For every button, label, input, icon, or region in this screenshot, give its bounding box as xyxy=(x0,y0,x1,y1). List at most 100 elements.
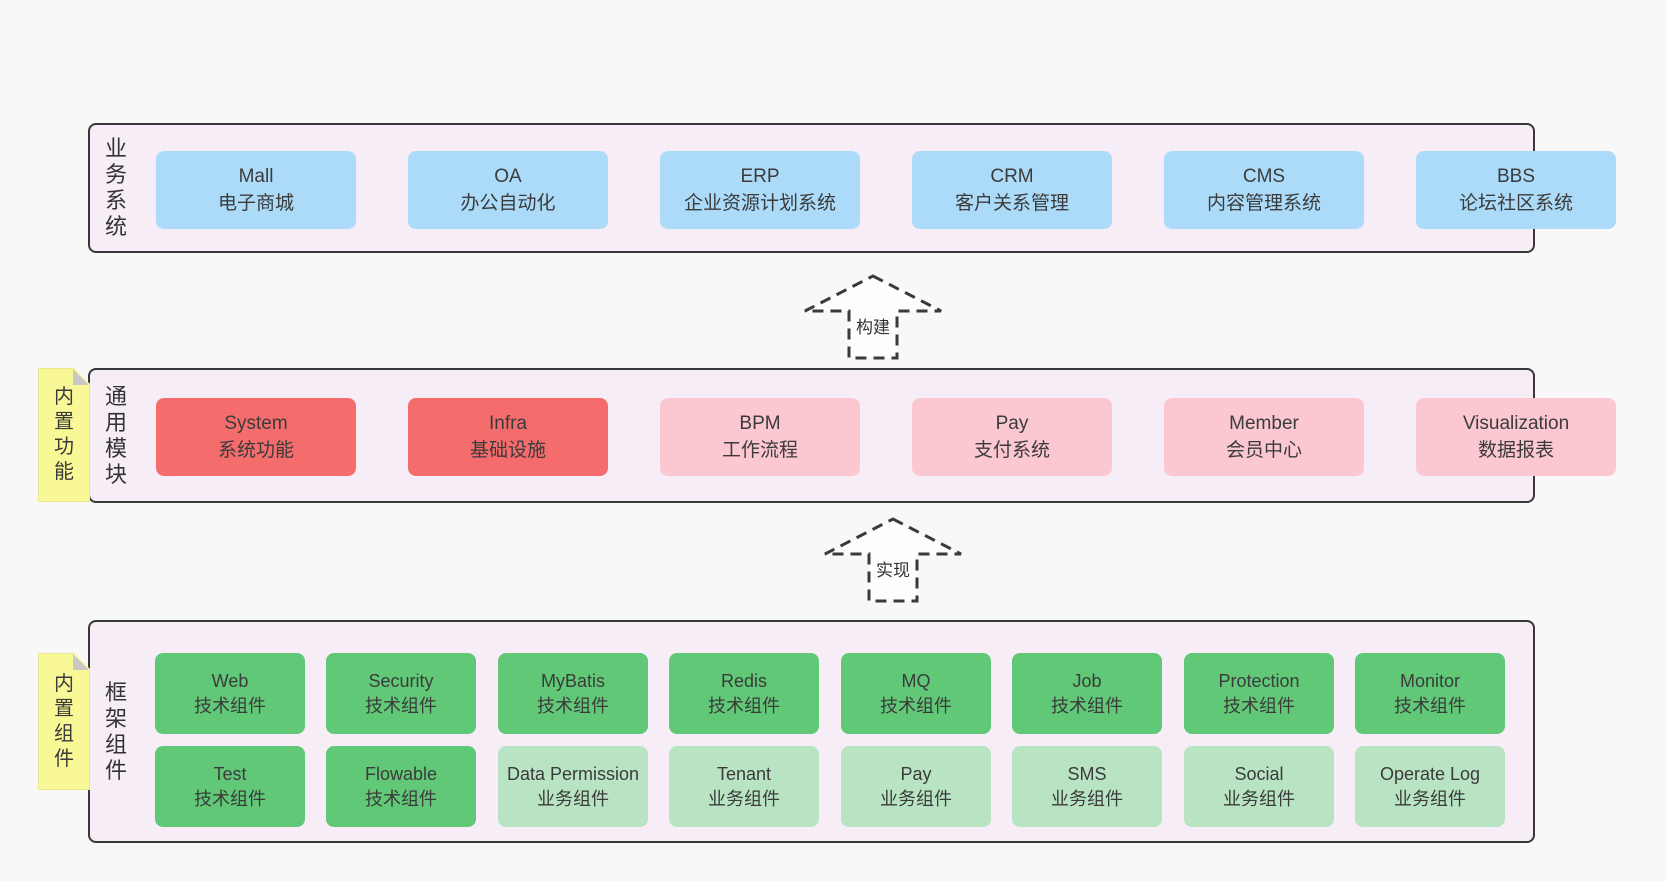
box-title: Security xyxy=(368,670,434,691)
band-label-common-modules: 通用模块 xyxy=(104,383,127,487)
box-monitor: Monitor 技术组件 xyxy=(1355,653,1505,734)
box-subtitle: 论坛社区系统 xyxy=(1458,193,1573,214)
band-label-framework-components: 框架组件 xyxy=(104,679,127,783)
box-title: Protection xyxy=(1218,670,1300,691)
box-title: MyBatis xyxy=(540,670,605,691)
box-title: CMS xyxy=(1242,166,1286,187)
box-subtitle: 内容管理系统 xyxy=(1206,193,1321,214)
box-subtitle: 业务组件 xyxy=(1051,788,1123,809)
box-flowable: Flowable 技术组件 xyxy=(326,746,476,827)
sticky-note-text: 内置组件 xyxy=(54,672,74,770)
up-arrow-icon xyxy=(804,274,942,360)
box-subtitle: 技术组件 xyxy=(194,788,266,809)
box-subtitle: 办公自动化 xyxy=(460,193,556,214)
box-title: Redis xyxy=(720,670,768,691)
box-title: Pay xyxy=(900,763,932,784)
band-framework-components: 框架组件 Web 技术组件 Security 技术组件 MyBatis 技术组件… xyxy=(88,620,1535,843)
box-subtitle: 技术组件 xyxy=(365,788,437,809)
box-subtitle: 技术组件 xyxy=(1223,695,1295,716)
box-subtitle: 基础设施 xyxy=(469,440,546,461)
box-subtitle: 业务组件 xyxy=(1223,788,1295,809)
box-system: System 系统功能 xyxy=(156,398,356,476)
box-subtitle: 技术组件 xyxy=(1051,695,1123,716)
box-pay: Pay 支付系统 xyxy=(912,398,1112,476)
box-title: Monitor xyxy=(1399,670,1461,691)
box-title: Test xyxy=(213,763,247,784)
box-title: Tenant xyxy=(716,763,772,784)
box-subtitle: 系统功能 xyxy=(217,440,294,461)
box-security: Security 技术组件 xyxy=(326,653,476,734)
box-subtitle: 技术组件 xyxy=(365,695,437,716)
box-title: Job xyxy=(1072,670,1102,691)
box-infra: Infra 基础设施 xyxy=(408,398,608,476)
box-sms: SMS 业务组件 xyxy=(1012,746,1162,827)
box-subtitle: 技术组件 xyxy=(1394,695,1466,716)
box-pay-business: Pay 业务组件 xyxy=(841,746,991,827)
box-bbs: BBS 论坛社区系统 xyxy=(1416,151,1616,229)
up-arrow-icon xyxy=(824,517,962,603)
box-mall: Mall 电子商城 xyxy=(156,151,356,229)
fold-corner-icon xyxy=(73,654,89,670)
box-visualization: Visualization 数据报表 xyxy=(1416,398,1616,476)
box-title: Social xyxy=(1234,763,1284,784)
box-subtitle: 业务组件 xyxy=(1394,788,1466,809)
box-title: Mall xyxy=(238,166,274,187)
box-operate-log: Operate Log 业务组件 xyxy=(1355,746,1505,827)
box-title: Infra xyxy=(488,413,528,434)
box-title: Pay xyxy=(995,413,1029,434)
arrow-implement: 实现 xyxy=(823,517,963,603)
box-cms: CMS 内容管理系统 xyxy=(1164,151,1364,229)
box-subtitle: 支付系统 xyxy=(973,440,1050,461)
box-mybatis: MyBatis 技术组件 xyxy=(498,653,648,734)
box-subtitle: 电子商城 xyxy=(217,193,294,214)
box-subtitle: 业务组件 xyxy=(880,788,952,809)
band-business-systems: 业务系统 Mall 电子商城 OA 办公自动化 ERP 企业资源计划系统 CRM… xyxy=(88,123,1616,253)
box-subtitle: 客户关系管理 xyxy=(954,193,1069,214)
sticky-note-builtin-components: 内置组件 xyxy=(38,653,90,790)
box-data-permission: Data Permission 业务组件 xyxy=(498,746,648,827)
box-subtitle: 技术组件 xyxy=(708,695,780,716)
fold-corner-icon xyxy=(73,369,89,385)
box-subtitle: 技术组件 xyxy=(880,695,952,716)
box-title: BPM xyxy=(739,413,781,434)
box-test: Test 技术组件 xyxy=(155,746,305,827)
box-subtitle: 业务组件 xyxy=(537,788,609,809)
sticky-note-builtin-features: 内置功能 xyxy=(38,368,90,502)
box-redis: Redis 技术组件 xyxy=(669,653,819,734)
box-erp: ERP 企业资源计划系统 xyxy=(660,151,860,229)
box-title: Data Permission xyxy=(506,763,640,784)
box-oa: OA 办公自动化 xyxy=(408,151,608,229)
box-social: Social 业务组件 xyxy=(1184,746,1334,827)
box-title: Web xyxy=(211,670,249,691)
box-web: Web 技术组件 xyxy=(155,653,305,734)
box-title: Visualization xyxy=(1462,413,1570,434)
box-title: System xyxy=(224,413,288,434)
box-subtitle: 技术组件 xyxy=(537,695,609,716)
box-bpm: BPM 工作流程 xyxy=(660,398,860,476)
arrow-implement-label: 实现 xyxy=(876,561,910,580)
box-crm: CRM 客户关系管理 xyxy=(912,151,1112,229)
box-subtitle: 业务组件 xyxy=(708,788,780,809)
sticky-note-text: 内置功能 xyxy=(54,386,74,483)
box-tenant: Tenant 业务组件 xyxy=(669,746,819,827)
box-subtitle: 企业资源计划系统 xyxy=(683,193,836,214)
box-title: SMS xyxy=(1067,763,1107,784)
box-title: OA xyxy=(494,166,522,187)
box-job: Job 技术组件 xyxy=(1012,653,1162,734)
box-protection: Protection 技术组件 xyxy=(1184,653,1334,734)
arrow-build: 构建 xyxy=(803,274,943,360)
box-title: Member xyxy=(1229,413,1299,434)
box-title: MQ xyxy=(901,670,931,691)
band-common-modules: 通用模块 System 系统功能 Infra 基础设施 BPM 工作流程 Pay… xyxy=(88,368,1616,503)
box-title: Flowable xyxy=(364,763,438,784)
box-subtitle: 会员中心 xyxy=(1225,440,1302,461)
box-mq: MQ 技术组件 xyxy=(841,653,991,734)
arrow-build-label: 构建 xyxy=(856,318,890,337)
box-member: Member 会员中心 xyxy=(1164,398,1364,476)
box-subtitle: 技术组件 xyxy=(194,695,266,716)
box-subtitle: 数据报表 xyxy=(1477,440,1554,461)
box-title: BBS xyxy=(1496,166,1536,187)
box-title: CRM xyxy=(990,166,1034,187)
box-title: Operate Log xyxy=(1379,763,1481,784)
box-subtitle: 工作流程 xyxy=(721,440,798,461)
